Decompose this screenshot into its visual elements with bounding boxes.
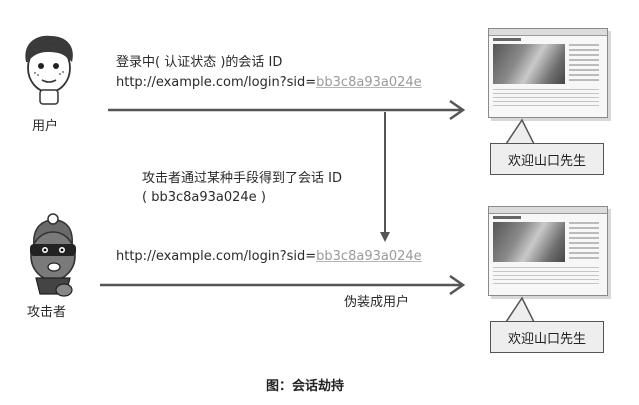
user-icon (25, 35, 73, 105)
browser-window-top (488, 28, 608, 118)
top-url-prefix: http://example.com/login?sid= (116, 75, 317, 90)
browser-hero-image (493, 44, 565, 84)
impersonate-label: 伪装成用户 (344, 295, 410, 310)
browser-window-bottom (488, 206, 608, 296)
browser-text-lines (493, 89, 599, 109)
browser-titlebar (489, 207, 607, 214)
user-label: 用户 (32, 119, 59, 134)
welcome-bubble-bottom: 欢迎山口先生 (490, 321, 604, 353)
browser-titlebar (489, 29, 607, 36)
steal-arrowhead (380, 232, 390, 242)
welcome-bubble-top: 欢迎山口先生 (490, 143, 604, 175)
figure-caption: 图：会话劫持 (266, 379, 345, 394)
top-session-id: bb3c8a93a024e (316, 75, 422, 90)
top-url: http://example.com/login?sid=bb3c8a93a02… (116, 74, 422, 92)
bottom-arrowhead (449, 274, 466, 296)
attacker-icon (30, 213, 76, 297)
top-arrowhead (449, 99, 466, 121)
session-state-label: 登录中( 认证状态 )的会话 ID (116, 55, 283, 70)
browser-text-lines (493, 267, 599, 287)
browser-sidebar (569, 44, 599, 84)
steal-note-line2: ( bb3c8a93a024e ) (142, 190, 266, 205)
browser-sidebar (569, 222, 599, 262)
browser-hero-image (493, 222, 565, 262)
bubble-tail-top (504, 118, 536, 145)
bottom-url-prefix: http://example.com/login?sid= (116, 249, 317, 264)
browser-logo (493, 38, 521, 41)
bubble-tail-bottom (504, 296, 536, 323)
bottom-session-id: bb3c8a93a024e (316, 249, 422, 264)
steal-note-line1: 攻击者通过某种手段得到了会话 ID (142, 171, 342, 186)
bottom-url: http://example.com/login?sid=bb3c8a93a02… (116, 248, 422, 266)
browser-logo (493, 216, 521, 219)
attacker-label: 攻击者 (27, 305, 67, 320)
